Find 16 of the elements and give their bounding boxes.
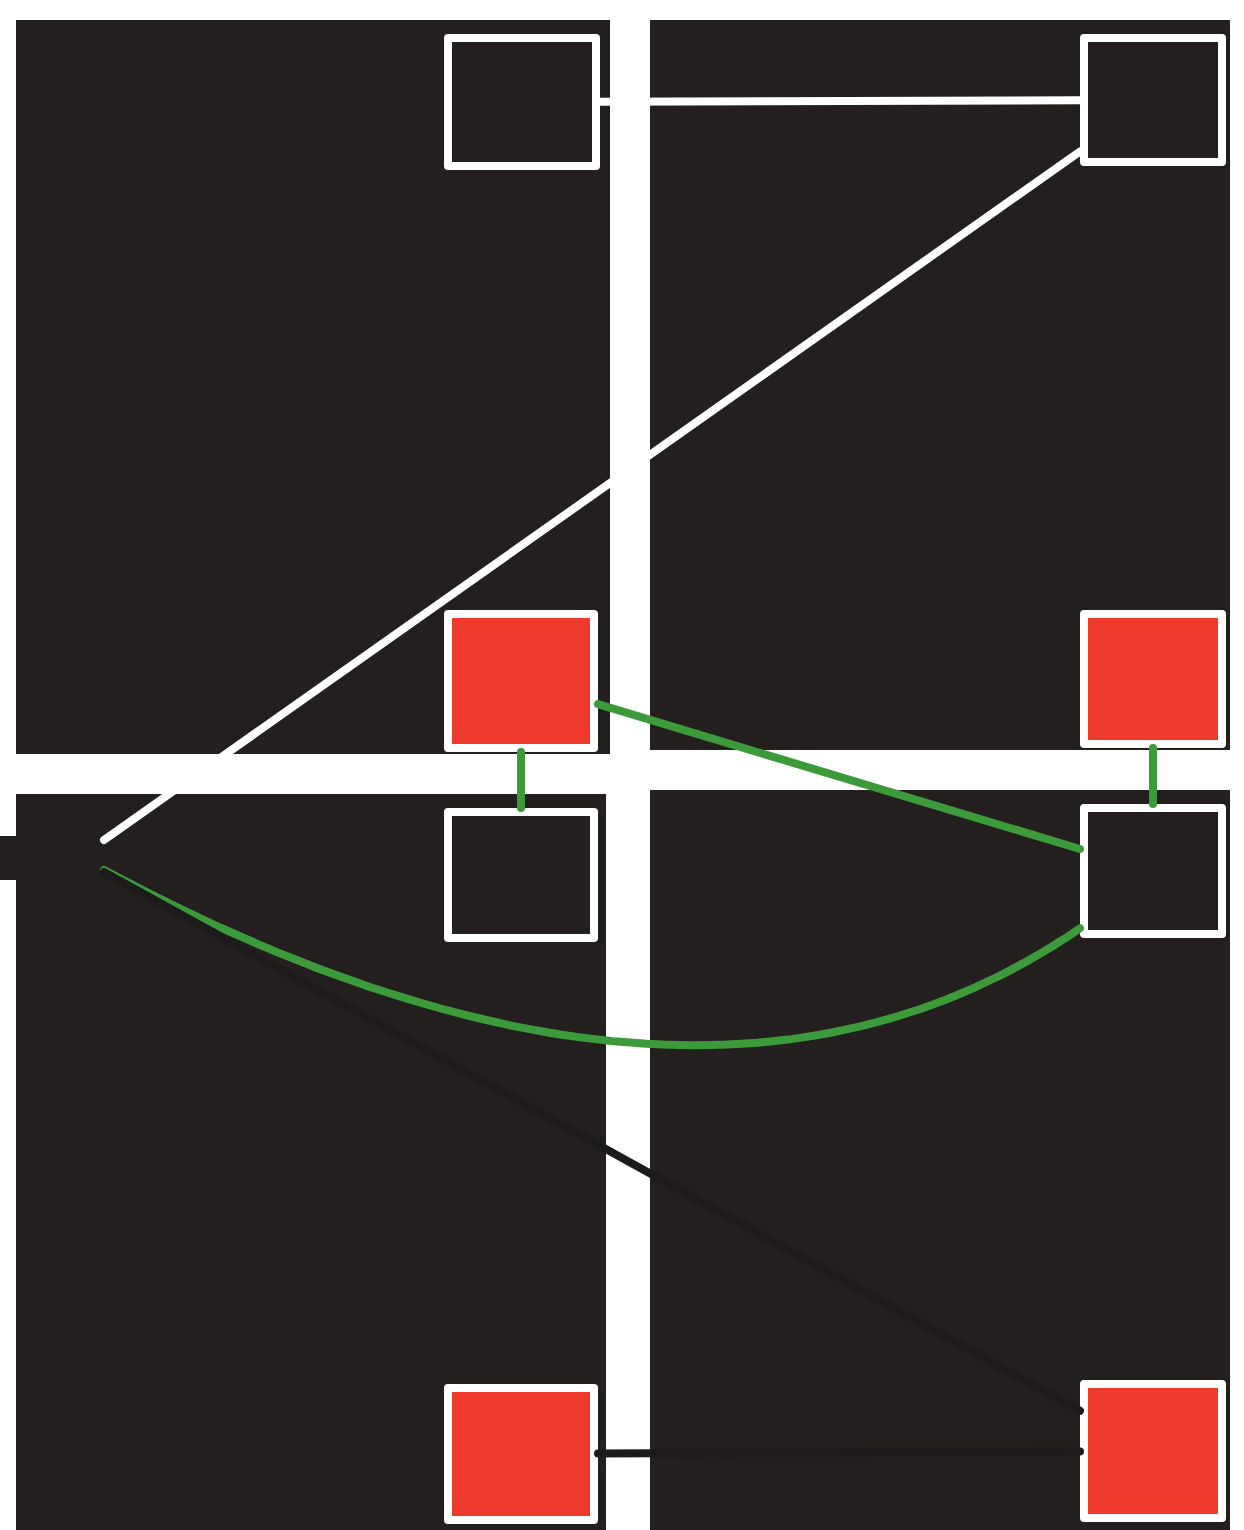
connector-line	[594, 700, 1084, 853]
filled-square-box	[1080, 610, 1226, 748]
connector-line	[596, 96, 1084, 106]
outline-square-box	[1080, 34, 1226, 166]
outline-square-box	[444, 34, 600, 170]
filled-square-box	[444, 1384, 598, 1524]
filled-square-box	[1080, 1380, 1226, 1522]
connector-line	[1149, 744, 1157, 808]
connector-line	[594, 1447, 1084, 1458]
outline-square-box	[1080, 804, 1226, 938]
connector-line	[100, 868, 1084, 1415]
outline-square-box	[444, 808, 598, 942]
connector-line	[100, 147, 1084, 844]
connector-line	[517, 748, 525, 812]
filled-square-box	[444, 610, 598, 752]
connector-line	[100, 866, 1084, 1050]
